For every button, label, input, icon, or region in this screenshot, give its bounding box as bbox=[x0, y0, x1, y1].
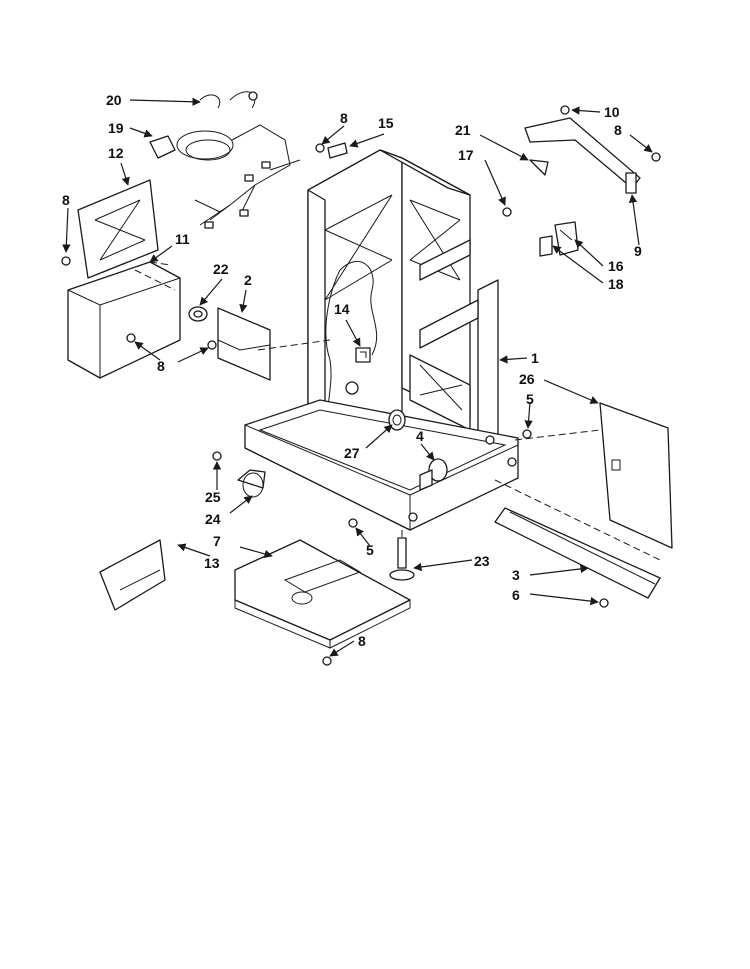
screw-8-c bbox=[207, 340, 217, 350]
base-pan-7 bbox=[234, 539, 411, 649]
callout-15: 15 bbox=[378, 115, 394, 131]
callout-9: 9 bbox=[634, 243, 642, 259]
callout-22: 22 bbox=[213, 261, 229, 277]
callout-17: 17 bbox=[458, 147, 474, 163]
callout-8: 8 bbox=[62, 192, 70, 208]
wire-harness-19 bbox=[149, 124, 301, 229]
callout-6: 6 bbox=[512, 587, 520, 603]
caster-24 bbox=[237, 469, 266, 498]
switch-14 bbox=[355, 347, 371, 363]
callout-23: 23 bbox=[474, 553, 490, 569]
rail-3 bbox=[494, 479, 661, 599]
screw-8-d bbox=[315, 143, 325, 153]
callout-12: 12 bbox=[108, 145, 124, 161]
callout-18: 18 bbox=[608, 276, 624, 292]
screws bbox=[61, 105, 661, 666]
callout-14: 14 bbox=[334, 301, 350, 317]
nut-5-a bbox=[522, 429, 532, 439]
cabinet-frame bbox=[244, 149, 519, 531]
leader-lines bbox=[62, 97, 653, 657]
callout-13: 13 bbox=[204, 555, 220, 571]
clip-21 bbox=[529, 159, 549, 176]
screw-8-e bbox=[322, 656, 332, 666]
screw-25 bbox=[212, 451, 222, 461]
callout-5: 5 bbox=[366, 542, 374, 558]
bracket-9 bbox=[524, 117, 641, 194]
screw-8-f bbox=[651, 152, 661, 162]
callout-24: 24 bbox=[205, 511, 221, 527]
part-4 bbox=[419, 458, 448, 491]
callout-4: 4 bbox=[416, 428, 424, 444]
screw-10 bbox=[560, 105, 570, 115]
callout-11: 11 bbox=[175, 231, 190, 247]
callout-26: 26 bbox=[519, 371, 535, 387]
screw-8-b bbox=[126, 333, 136, 343]
bracket-2 bbox=[217, 307, 331, 381]
screw-6 bbox=[599, 598, 609, 608]
leveling-foot-23 bbox=[389, 530, 415, 581]
screw-8-a bbox=[61, 256, 71, 266]
callout-16: 16 bbox=[608, 258, 624, 274]
callout-10: 10 bbox=[604, 104, 620, 120]
callout-21: 21 bbox=[455, 122, 471, 138]
grommet-22 bbox=[188, 306, 208, 322]
callout-8: 8 bbox=[614, 122, 622, 138]
callout-2: 2 bbox=[244, 272, 252, 288]
callout-20: 20 bbox=[106, 92, 122, 108]
callout-8: 8 bbox=[157, 358, 165, 374]
callout-7: 7 bbox=[213, 533, 221, 549]
callout-labels: 20 19 12 8 11 22 2 8 8 15 21 17 10 8 9 1… bbox=[62, 92, 642, 649]
panel-13 bbox=[99, 539, 166, 611]
power-cord-20 bbox=[199, 91, 258, 109]
callout-3: 3 bbox=[512, 567, 520, 583]
nut-5-b bbox=[348, 518, 358, 528]
callout-19: 19 bbox=[108, 120, 124, 136]
callout-8: 8 bbox=[340, 110, 348, 126]
callout-25: 25 bbox=[205, 489, 221, 505]
screw-17 bbox=[502, 207, 512, 217]
callout-5: 5 bbox=[526, 391, 534, 407]
panel-12 bbox=[77, 179, 159, 279]
bracket-15 bbox=[327, 142, 348, 159]
plug-27 bbox=[388, 409, 406, 431]
side-panel-26 bbox=[514, 402, 673, 549]
callout-27: 27 bbox=[344, 445, 360, 461]
callout-1: 1 bbox=[531, 350, 539, 366]
callout-8: 8 bbox=[358, 633, 366, 649]
